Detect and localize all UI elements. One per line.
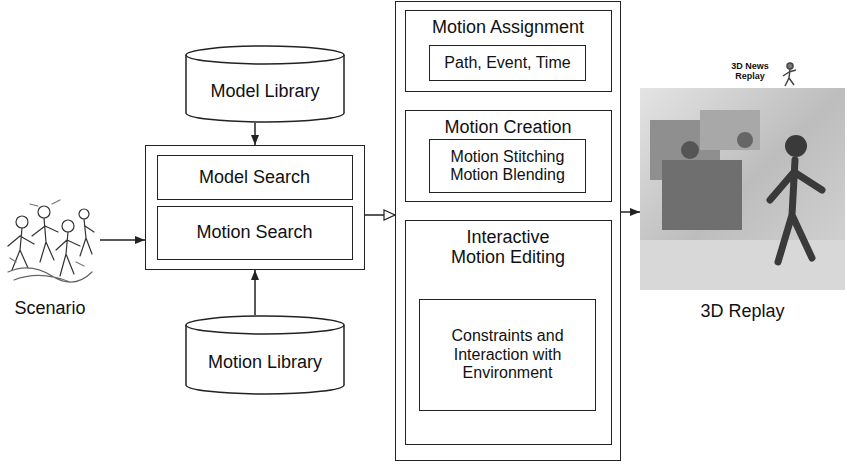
box-label: Model Search <box>199 167 310 188</box>
process-box: Constraints and Interaction with Environ… <box>419 299 596 411</box>
drawing-part <box>38 206 50 218</box>
drawing-part <box>8 228 34 270</box>
pipeline-box: Path, Event, Time Motion AssignmentMotion… <box>395 1 621 461</box>
replay-person <box>681 141 699 159</box>
cylinder-body <box>186 316 344 394</box>
replay-seat <box>662 160 742 230</box>
stage-box: Motion StitchingMotion BlendingMotion Cr… <box>405 110 612 202</box>
drawing-part <box>787 63 793 69</box>
replay-window <box>700 110 760 150</box>
flow-arrow <box>100 239 145 241</box>
box-label: Motion Stitching <box>451 148 565 166</box>
process-box: Model Search <box>157 155 353 200</box>
library-cylinder: Model Library <box>185 45 345 123</box>
drawing-part <box>770 160 822 262</box>
process-box: Path, Event, Time <box>429 45 586 81</box>
flow-arrow <box>254 270 256 315</box>
box-label: 3D Replay <box>700 301 784 322</box>
drawing-part <box>783 69 796 86</box>
flow-arrow <box>254 123 256 145</box>
box-label: Path, Event, Time <box>444 54 570 72</box>
text-holder: Motion Assignment <box>406 17 611 38</box>
news-icon <box>783 63 796 86</box>
text-holder: Path, Event, Time <box>430 46 585 80</box>
stage-heading: Motion Creation <box>444 117 571 138</box>
box-label: Constraints and Interaction with Environ… <box>438 327 578 382</box>
replay-person <box>737 132 753 148</box>
process-box: Motion Search <box>157 206 353 260</box>
drawing-part <box>16 216 28 228</box>
flow-arrow <box>365 214 395 216</box>
cylinder-rim <box>186 325 344 334</box>
process-box: Motion StitchingMotion Blending <box>429 139 586 193</box>
box-label: Scenario <box>14 298 85 319</box>
stage-heading: Interactive Motion Editing <box>441 227 576 268</box>
drawing-part <box>80 219 94 256</box>
text-holder: Motion Library <box>185 334 345 391</box>
library-cylinder: Motion Library <box>185 315 345 395</box>
text-holder: 3D Replay <box>640 301 845 322</box>
replay-node: 3D Replay <box>640 88 845 322</box>
text-holder: Model Library <box>185 64 345 119</box>
replay-figure-head <box>785 135 807 157</box>
cylinder-body <box>186 46 344 122</box>
scenario-node: Scenario <box>0 195 100 319</box>
cylinder-rim <box>186 55 344 64</box>
text-holder: Constraints and Interaction with Environ… <box>420 300 595 410</box>
scenario-sketch <box>8 200 94 282</box>
drawing-part <box>32 218 58 262</box>
text-holder: Motion Creation <box>406 117 611 138</box>
drawing-part <box>8 268 92 282</box>
text-holder: Interactive Motion Editing <box>406 227 611 268</box>
text-holder: Scenario <box>0 298 100 319</box>
replay-floor <box>640 240 845 290</box>
text-holder: Motion StitchingMotion Blending <box>430 140 585 192</box>
stage-box: Path, Event, Time Motion Assignment <box>405 10 612 92</box>
flow-arrow <box>621 211 640 213</box>
box-label: Motion Library <box>208 352 322 373</box>
drawing-part <box>10 200 84 266</box>
caption-label: 3D News Replay <box>722 62 778 82</box>
group-box: Model SearchMotion Search <box>145 145 365 270</box>
box-label: Model Library <box>210 81 319 102</box>
replay-figure <box>770 160 822 262</box>
replay-image <box>640 88 845 290</box>
text-holder: Model Search <box>158 156 352 199</box>
replay-photo <box>640 88 845 290</box>
drawing-part <box>62 220 74 232</box>
box-label: Motion Search <box>196 222 312 243</box>
drawing-part <box>79 209 89 219</box>
box-label: Motion Blending <box>450 166 565 184</box>
stage-heading: Motion Assignment <box>432 17 584 38</box>
drawing-part <box>56 232 80 276</box>
stage-box: Constraints and Interaction with Environ… <box>405 220 612 445</box>
text-holder: Motion Search <box>158 207 352 259</box>
